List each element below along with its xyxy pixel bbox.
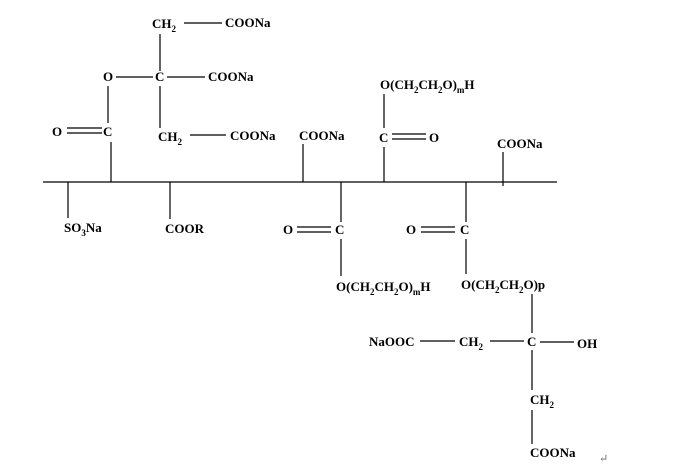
ch2-bottom-label: CH2 bbox=[459, 334, 484, 352]
coona-bottom-label: COONa bbox=[530, 445, 576, 460]
central-carbon-label: C bbox=[155, 69, 164, 84]
ch2-bottom2-label: CH2 bbox=[530, 392, 555, 410]
ester-oxygen-label: O bbox=[103, 69, 113, 84]
ch2-top-label: CH2 bbox=[152, 16, 177, 34]
carbonyl-oxygen-down1-label: O bbox=[283, 222, 293, 237]
carbonyl-carbon-down1-label: C bbox=[335, 222, 344, 237]
coona-lower-label: COONa bbox=[230, 128, 276, 143]
peo-p-label: O(CH2CH2O)p bbox=[461, 277, 545, 295]
coor-label: COOR bbox=[165, 221, 205, 236]
carbonyl-oxygen-label-1: O bbox=[52, 124, 62, 139]
carbonyl-oxygen-up-label: O bbox=[429, 130, 439, 145]
so3na-label: SO3Na bbox=[64, 220, 102, 238]
carbonyl-oxygen-down2-label: O bbox=[406, 222, 416, 237]
ch2-lower-label: CH2 bbox=[158, 129, 183, 147]
carbonyl-carbon-up-label: C bbox=[379, 130, 388, 145]
carbonyl-carbon-label-1: C bbox=[103, 124, 112, 139]
peo-down-label: O(CH2CH2O)mH bbox=[336, 279, 431, 297]
coona-col3-label: COONa bbox=[299, 128, 345, 143]
peo-top-label: O(CH2CH2O)mH bbox=[380, 77, 475, 95]
naooc-label: NaOOC bbox=[369, 334, 415, 349]
return-mark: ↵ bbox=[599, 453, 608, 465]
coona-top-label: COONa bbox=[225, 15, 271, 30]
coona-right-label: COONa bbox=[497, 136, 543, 151]
coona-mid-label: COONa bbox=[208, 69, 254, 84]
carbon-bottom-label: C bbox=[527, 334, 536, 349]
carbonyl-carbon-down2-label: C bbox=[460, 222, 469, 237]
hydroxyl-label: OH bbox=[577, 336, 597, 351]
